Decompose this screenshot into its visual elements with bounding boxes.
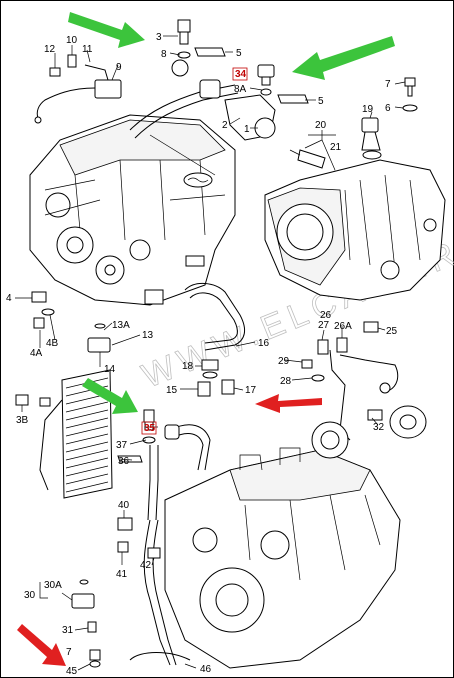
callout-40: 40 xyxy=(118,500,130,511)
callout-46: 46 xyxy=(200,664,212,675)
callout-18: 18 xyxy=(182,361,194,372)
sensor-3-top xyxy=(177,19,226,59)
callout-13: 13 xyxy=(142,330,154,341)
green-arrow-middle xyxy=(82,378,138,414)
callout-4b: 4B xyxy=(46,338,59,349)
callout-7-bottom: 7 xyxy=(66,647,72,658)
callout-labels: 3 8 5 10 11 12 9 34 8A 5 7 6 19 20 21 2 … xyxy=(6,32,398,677)
bracket-30 xyxy=(39,582,48,599)
callout-37: 37 xyxy=(116,440,128,451)
flange-32 xyxy=(367,405,427,439)
callout-8: 8 xyxy=(161,49,167,60)
leader-lines xyxy=(15,35,406,671)
bolt-7-washer-6 xyxy=(402,77,418,112)
callout-3: 3 xyxy=(156,32,162,43)
green-arrow-top-left xyxy=(68,12,145,48)
callout-8a: 8A xyxy=(234,84,247,95)
callout-27: 27 xyxy=(318,320,330,331)
callout-34: 34 xyxy=(235,69,247,80)
sender-19 xyxy=(361,117,382,160)
callout-25: 25 xyxy=(386,326,398,337)
callout-4: 4 xyxy=(6,293,12,304)
callout-19: 19 xyxy=(362,104,374,115)
callout-13a: 13A xyxy=(112,320,130,331)
sensors-15-17-18 xyxy=(197,359,235,397)
callout-3b: 3B xyxy=(16,415,29,426)
sensor-9-harness xyxy=(34,54,122,124)
callout-6: 6 xyxy=(385,103,391,114)
callout-28: 28 xyxy=(280,376,292,387)
callout-32: 32 xyxy=(373,422,385,433)
red-arrow-bottom-left xyxy=(17,624,66,666)
sensor-34 xyxy=(257,64,309,104)
callout-5-right: 5 xyxy=(318,96,324,107)
lower-engine-block xyxy=(164,421,401,669)
callout-17: 17 xyxy=(245,385,257,396)
callout-26a: 26A xyxy=(334,321,352,332)
callout-29: 29 xyxy=(278,356,290,367)
callout-26: 26 xyxy=(320,310,332,321)
sensor-30-31 xyxy=(71,579,101,668)
red-arrow-middle-right xyxy=(255,394,322,413)
callout-2: 2 xyxy=(222,120,228,131)
callout-30: 30 xyxy=(24,590,36,601)
callout-12: 12 xyxy=(44,44,56,55)
callout-4a: 4A xyxy=(30,348,43,359)
callout-16: 16 xyxy=(258,338,270,349)
coolant-pipe-upper xyxy=(129,59,276,141)
callout-31: 31 xyxy=(62,625,74,636)
callout-9: 9 xyxy=(116,62,122,73)
callout-35-box xyxy=(141,421,157,435)
callout-1: 1 xyxy=(244,124,250,135)
callout-10: 10 xyxy=(66,35,78,46)
gearbox xyxy=(264,159,446,301)
green-arrow-top-right xyxy=(292,36,395,80)
upper-engine-block xyxy=(29,114,236,306)
callout-34-box xyxy=(232,67,248,81)
callout-41: 41 xyxy=(116,569,128,580)
callout-15: 15 xyxy=(166,385,178,396)
callout-30a: 30A xyxy=(44,580,62,591)
callout-20: 20 xyxy=(315,120,327,131)
hose-loop-middle xyxy=(184,283,246,351)
callout-45: 45 xyxy=(66,666,78,677)
callout-36: 36 xyxy=(118,456,130,467)
sensors-left-4 xyxy=(31,255,205,353)
callout-35: 35 xyxy=(144,423,156,434)
callout-5-top: 5 xyxy=(236,48,242,59)
callout-42: 42 xyxy=(140,560,152,571)
callout-14: 14 xyxy=(104,364,116,375)
callout-21: 21 xyxy=(330,142,342,153)
callout-11: 11 xyxy=(82,44,93,55)
radiator-condenser xyxy=(15,369,113,499)
callout-7-top: 7 xyxy=(385,79,391,90)
